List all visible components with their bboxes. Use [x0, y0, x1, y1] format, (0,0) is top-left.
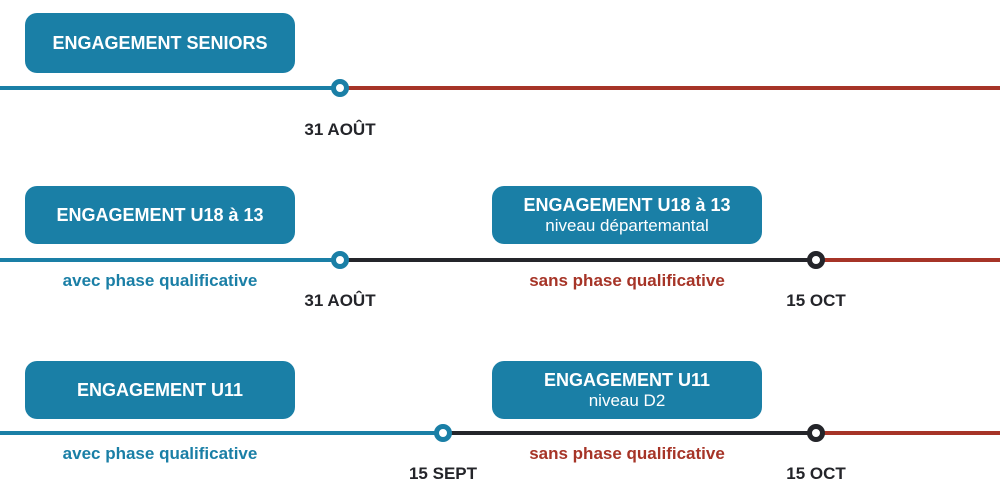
milestone-node-dark	[807, 424, 825, 442]
timeline-segment-dark	[443, 431, 816, 435]
phase-label-sans: sans phase qualificative	[529, 271, 725, 290]
engagement-u11-d2-title: ENGAGEMENT U11	[543, 370, 711, 390]
date-label: 15 OCT	[786, 291, 846, 310]
engagement-u11-d2-box: ENGAGEMENT U11 niveau D2	[492, 361, 762, 419]
phase-label-avec: avec phase qualificative	[62, 271, 258, 290]
engagement-u18-box: ENGAGEMENT U18 à 13	[25, 186, 295, 244]
engagement-u11-d2-subtitle: niveau D2	[588, 391, 666, 410]
date-label: 31 AOÛT	[304, 120, 376, 139]
engagement-u18-departemental-box: ENGAGEMENT U18 à 13 niveau départemantal	[492, 186, 762, 244]
engagement-seniors-box: ENGAGEMENT SENIORS	[25, 13, 295, 73]
date-label: 15 SEPT	[408, 464, 478, 483]
engagement-seniors-title: ENGAGEMENT SENIORS	[52, 33, 268, 53]
milestone-node	[331, 79, 349, 97]
milestone-node	[434, 424, 452, 442]
phase-label-avec: avec phase qualificative	[62, 444, 258, 463]
engagement-u18-departemental-title: ENGAGEMENT U18 à 13	[523, 195, 731, 215]
timeline-segment-blue	[0, 431, 443, 435]
phase-label-sans: sans phase qualificative	[529, 444, 725, 463]
engagement-u18-title: ENGAGEMENT U18 à 13	[56, 205, 264, 225]
timeline-segment-blue	[0, 86, 340, 90]
timeline-segment-red	[340, 86, 1000, 90]
timeline-u18: ENGAGEMENT U18 à 13 ENGAGEMENT U18 à 13 …	[0, 0, 1000, 310]
date-label: 31 AOÛT	[304, 291, 376, 310]
milestone-node-dark	[807, 251, 825, 269]
timeline-segment-red	[816, 431, 1000, 435]
engagement-u11-box: ENGAGEMENT U11	[25, 361, 295, 419]
timeline-u11: ENGAGEMENT U11 ENGAGEMENT U11 niveau D2 …	[0, 0, 1000, 483]
timeline-seniors: ENGAGEMENT SENIORS 31 AOÛT	[0, 0, 1000, 160]
date-label: 15 OCT	[786, 464, 846, 483]
timeline-segment-red	[816, 258, 1000, 262]
timeline-segment-blue	[0, 258, 340, 262]
engagement-u11-title: ENGAGEMENT U11	[76, 380, 244, 400]
timeline-segment-dark	[340, 258, 816, 262]
milestone-node	[331, 251, 349, 269]
engagement-u18-departemental-subtitle: niveau départemantal	[545, 216, 709, 235]
